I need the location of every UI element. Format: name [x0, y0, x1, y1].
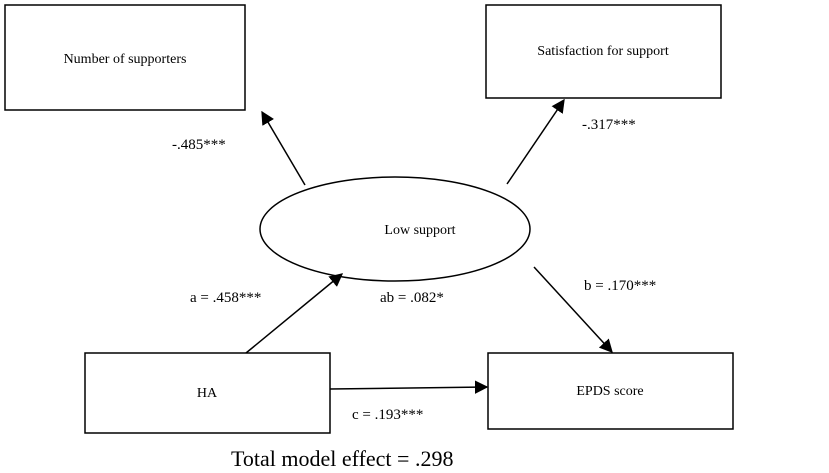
ha-node: HA [84, 352, 331, 434]
number-of-supporters-label: Number of supporters [64, 52, 187, 67]
epds-score-label: EPDS score [576, 384, 643, 399]
coef-a: a = .458*** [190, 290, 261, 306]
coef-ab: ab = .082* [380, 290, 444, 306]
low-support-label: Low support [384, 223, 455, 238]
arrow-low-support-to-satisfaction [506, 98, 565, 185]
satisfaction-for-support-node: Satisfaction for support [485, 4, 722, 99]
coef-c: c = .193*** [352, 407, 423, 423]
coef-b: b = .170*** [584, 278, 656, 294]
arrow-ha-to-low-support [245, 273, 344, 354]
coef-number-of-supporters: -.485*** [172, 137, 226, 153]
total-model-effect: Total model effect = .298 [231, 446, 453, 471]
arrow-low-support-to-epds [533, 266, 613, 353]
epds-score-node: EPDS score [487, 352, 734, 430]
satisfaction-for-support-label: Satisfaction for support [537, 44, 669, 59]
coef-satisfaction-for-support: -.317*** [582, 117, 636, 133]
arrow-ha-to-epds [329, 380, 489, 394]
number-of-supporters-node: Number of supporters [4, 4, 246, 111]
ha-label: HA [197, 386, 218, 401]
arrow-low-support-to-number-of-supporters [261, 110, 306, 186]
low-support-node: Low support [259, 176, 531, 282]
